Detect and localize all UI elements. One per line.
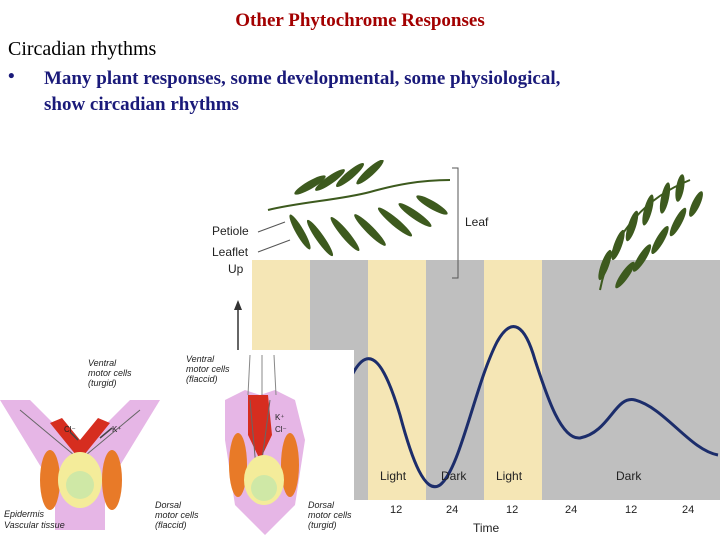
dorsal-flaccid-label-line-2: motor cells [155, 510, 199, 520]
bullet-text-line-2: show circadian rhythms [44, 94, 239, 115]
band-light-2 [368, 260, 426, 500]
dorsal-flaccid-label-line-3: (flaccid) [155, 520, 187, 530]
dorsal-motor-cells-left [40, 450, 60, 510]
cl-ion-label-right: Cl⁻ [275, 425, 287, 434]
section-subheading: Circadian rhythms [8, 38, 157, 60]
time-axis-label: Time [473, 521, 500, 535]
band-label-dark-1: Dark [441, 469, 467, 483]
ventral-turgid-label-line-3: (turgid) [88, 378, 117, 388]
k-ion-label-left: K⁺ [112, 425, 122, 434]
leaf-movement-graph: Up Light Dark Light Dark 12 24 12 24 12 … [228, 260, 720, 535]
tick-label: 12 [390, 504, 402, 516]
leaf-position-curve [350, 325, 719, 489]
vascular-tissue-label: Vascular tissue [4, 520, 65, 530]
band-label-light-1: Light [380, 469, 407, 483]
tick-label: 24 [682, 504, 694, 516]
mimosa-leaf-illustration-night [598, 174, 703, 291]
bullet-text-line-1: Many plant responses, some developmental… [44, 68, 561, 89]
tick-label: 24 [565, 504, 577, 516]
ventral-motor-cells-left [50, 418, 110, 460]
ventral-flaccid-label-line-3: (flaccid) [186, 374, 218, 384]
band-label-dark-2: Dark [616, 469, 642, 483]
ventral-flaccid-label-line-1: Ventral [186, 354, 215, 364]
petiole-label: Petiole [212, 224, 249, 238]
bullet-text: Many plant responses, some developmental… [44, 66, 708, 118]
dorsal-motor-cells-right [229, 433, 247, 497]
ventral-turgid-label-line-2: motor cells [88, 368, 132, 378]
k-ion-label-right: K⁺ [275, 413, 285, 422]
y-axis-arrowhead [234, 300, 242, 310]
band-light-3 [484, 260, 542, 500]
up-label: Up [228, 262, 244, 276]
ventral-turgid-label-line-1: Ventral [88, 358, 117, 368]
slide-title: Other Phytochrome Responses [235, 10, 485, 31]
leaf-label: Leaf [465, 215, 489, 229]
dorsal-turgid-label-line-3: (turgid) [308, 520, 337, 530]
pulvinus-right [225, 354, 305, 535]
mimosa-leaf-illustration-day: Leaf Petiole Leaflet [212, 160, 489, 279]
epidermis-label: Epidermis [4, 509, 45, 519]
ventral-flaccid-label-line-2: motor cells [186, 364, 230, 374]
pulvinus-left [0, 400, 160, 530]
cl-ion-label-left: Cl⁻ [64, 425, 76, 434]
circadian-figure: Up Light Dark Light Dark 12 24 12 24 12 … [0, 160, 720, 540]
dorsal-turgid-label-line-2: motor cells [308, 510, 352, 520]
dorsal-flaccid-label-line-1: Dorsal [155, 500, 182, 510]
bullet-item: • Many plant responses, some development… [8, 66, 708, 118]
tick-label: 24 [446, 504, 458, 516]
tick-label: 12 [506, 504, 518, 516]
bullet-marker: • [8, 66, 15, 87]
band-label-light-2: Light [496, 469, 523, 483]
leaflet-label: Leaflet [212, 245, 249, 259]
dorsal-turgid-label-line-1: Dorsal [308, 500, 335, 510]
pulvinus-cross-section-panel: Ventral motor cells (turgid) Ventral mot… [0, 350, 354, 540]
tick-label: 12 [625, 504, 637, 516]
band-dark-3 [542, 260, 720, 500]
